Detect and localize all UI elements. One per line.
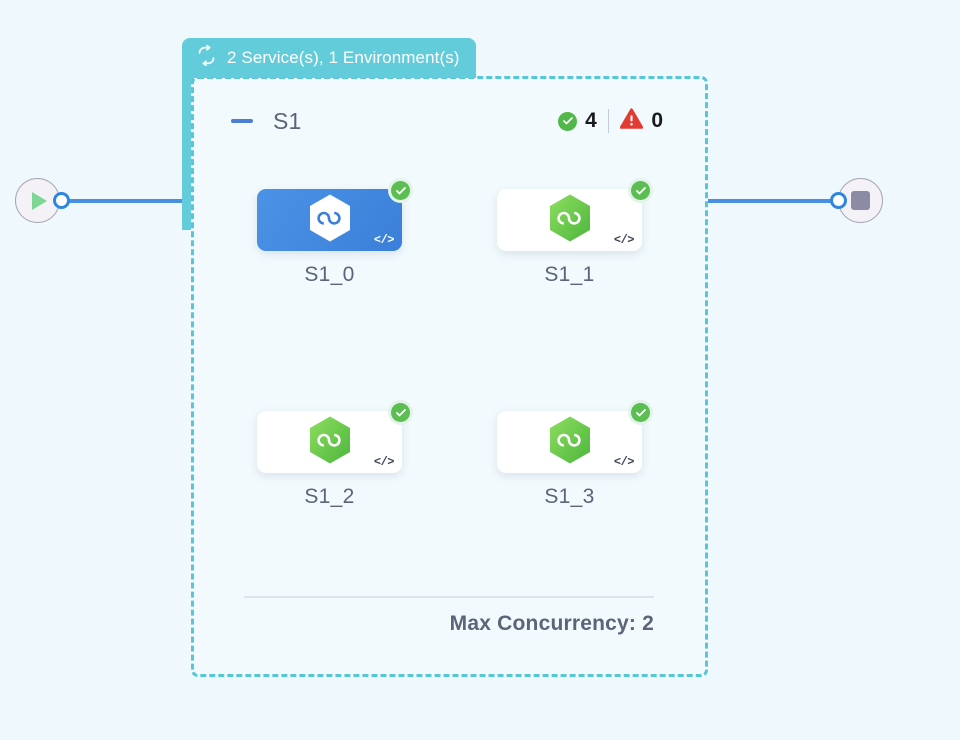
code-icon[interactable]: </> <box>373 455 395 469</box>
hexagon-infinity-icon <box>307 193 353 248</box>
hexagon-infinity-icon <box>307 415 353 470</box>
service-node-s1-0[interactable]: </> S1_0 <box>257 178 413 286</box>
node-card[interactable]: </> <box>257 189 402 251</box>
check-circle-icon <box>558 111 578 131</box>
stop-icon <box>851 191 870 210</box>
group-header-tab[interactable]: 2 Service(s), 1 Environment(s) <box>182 38 476 78</box>
end-input-port[interactable] <box>830 192 847 209</box>
group-tab-label: 2 Service(s), 1 Environment(s) <box>227 48 460 67</box>
play-icon <box>32 191 47 210</box>
minus-icon[interactable] <box>231 119 253 123</box>
stage-header: S1 4 0 <box>231 106 663 136</box>
success-count: 4 <box>585 109 597 132</box>
start-node[interactable] <box>15 178 60 223</box>
service-node-s1-3[interactable]: </> S1_3 <box>497 400 653 508</box>
warning-count: 0 <box>651 109 663 132</box>
service-node-s1-1[interactable]: </> S1_1 <box>497 178 653 286</box>
check-badge-icon <box>628 400 653 425</box>
check-badge-icon <box>388 400 413 425</box>
service-node-s1-2[interactable]: </> S1_2 <box>257 400 413 508</box>
node-label: S1_3 <box>544 485 595 508</box>
start-output-port[interactable] <box>53 192 70 209</box>
stage-stats: 4 0 <box>558 108 663 134</box>
node-label: S1_2 <box>304 485 355 508</box>
code-icon[interactable]: </> <box>613 455 635 469</box>
success-stat: 4 <box>558 109 597 133</box>
footer-divider <box>244 596 654 598</box>
code-icon[interactable]: </> <box>613 233 635 247</box>
edge-group-to-end[interactable] <box>706 199 840 203</box>
node-card[interactable]: </> <box>257 411 402 473</box>
hexagon-infinity-icon <box>547 193 593 248</box>
stats-divider <box>607 109 610 133</box>
loop-icon <box>196 44 217 71</box>
warning-stat: 0 <box>620 108 663 134</box>
warning-triangle-icon <box>620 108 644 134</box>
edge-start-to-group[interactable] <box>62 199 192 203</box>
node-label: S1_0 <box>304 263 355 286</box>
group-container[interactable] <box>191 76 708 677</box>
node-label: S1_1 <box>544 263 595 286</box>
node-card[interactable]: </> <box>497 189 642 251</box>
code-icon[interactable]: </> <box>373 233 395 247</box>
check-badge-icon <box>388 178 413 203</box>
max-concurrency-label: Max Concurrency: 2 <box>449 612 654 635</box>
node-card[interactable]: </> <box>497 411 642 473</box>
stage-name-label: S1 <box>273 107 302 134</box>
check-badge-icon <box>628 178 653 203</box>
hexagon-infinity-icon <box>547 415 593 470</box>
